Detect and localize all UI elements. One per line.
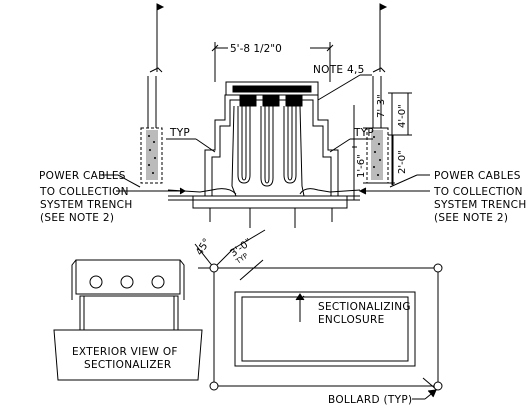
left-footing [140,127,163,184]
see-note-left-label: (SEE NOTE 2) [40,212,114,224]
right-flag-post [372,3,388,128]
exterior-bushings [89,275,165,289]
bollard-bottom-right [433,381,443,391]
left-flag-post [147,3,165,128]
to-collection-left-label: TO COLLECTION [39,186,129,198]
sectionalizer-elevation [167,81,361,228]
height-total-text: 7'-3" [376,94,387,118]
sectionalizing-line1-label: SECTIONALIZING [318,301,411,313]
plan-view [194,229,439,391]
sectionalizing-line2-label: ENCLOSURE [318,314,385,326]
to-collection-right-label: TO COLLECTION [433,186,523,198]
power-cable-leaders [101,174,430,195]
bollard-bottom-left [209,381,219,391]
width-dimension-text: 5'-8 1/2"0 [230,43,282,55]
bollard-top-left [209,263,219,273]
vertical-dimensions [352,74,412,201]
exterior-line2-label: SECTIONALIZER [84,359,171,371]
depth-text: 1'-6" [356,154,367,178]
exterior-line1-label: EXTERIOR VIEW OF [72,346,178,358]
typ-left-label: TYP [169,127,190,139]
system-trench-left-label: SYSTEM TRENCH [40,199,133,211]
bollard-top-right [433,263,443,273]
bollards [209,263,443,391]
bollard-leader [412,389,437,400]
width-dimension [211,42,334,82]
power-cables-left-label: POWER CABLES [39,170,126,182]
see-note-right-label: (SEE NOTE 2) [434,212,508,224]
height-lower-text: 2'-0" [397,150,408,174]
system-trench-right-label: SYSTEM TRENCH [434,199,527,211]
typ-right-label: TYP [353,127,374,139]
note-label: NOTE 4,5 [313,64,365,76]
angle-text: 45° [194,237,213,258]
height-upper-text: 4'-0" [397,104,408,128]
power-cables-right-label: POWER CABLES [434,170,521,182]
exterior-view [53,259,203,381]
bollard-label: BOLLARD (TYP) [328,394,412,406]
